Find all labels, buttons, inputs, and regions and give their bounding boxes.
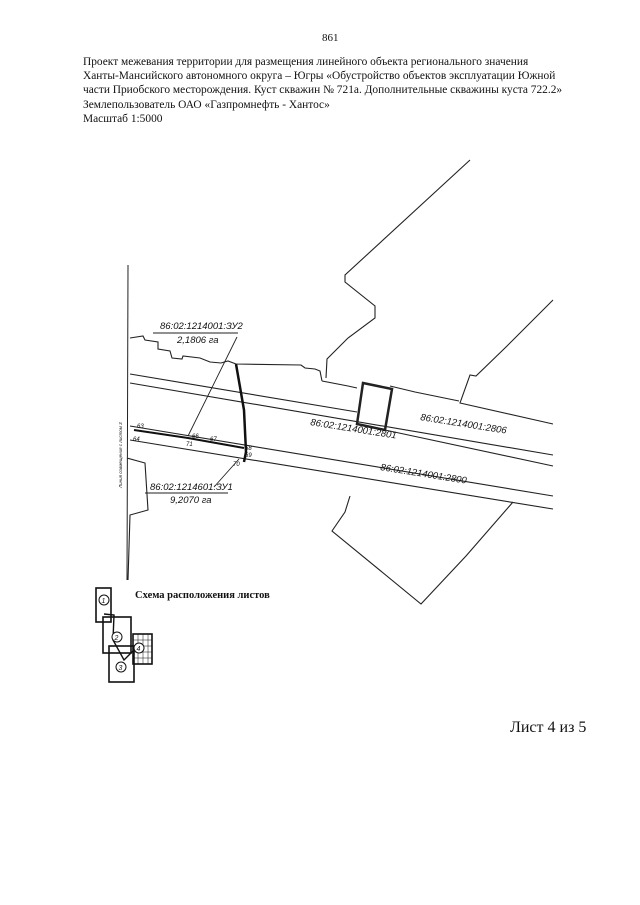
corridor-line-5 xyxy=(384,429,554,467)
point-69: 69 xyxy=(245,453,252,459)
corridor-line-4 xyxy=(129,439,554,510)
leader-line-zu2 xyxy=(187,336,238,437)
parcel-zu1-number: 86:02:1214601:ЗУ1 xyxy=(150,482,233,493)
upper-parcel-boundary xyxy=(129,335,323,382)
point-71: 71 xyxy=(186,442,193,448)
sheet-4-number: 4 xyxy=(137,646,141,653)
parcel-2806-boundary xyxy=(389,385,460,402)
sheet-number-label: Лист 4 из 5 xyxy=(510,719,587,736)
sheet-1-number: 1 xyxy=(102,598,106,605)
header-line-2: Ханты-Мансийского автономного округа – Ю… xyxy=(83,70,556,83)
lower-parcel-left-boundary xyxy=(126,457,149,581)
point-66: 66 xyxy=(192,434,199,440)
page-number: 861 xyxy=(322,32,339,44)
sheet-boundary-line xyxy=(126,264,129,581)
northern-road-boundary xyxy=(325,159,471,379)
parcel-zu1-bold-boundary xyxy=(234,363,248,463)
corridor-line-2 xyxy=(129,382,554,456)
point-64: 64 xyxy=(133,437,140,443)
point-68: 68 xyxy=(245,446,252,452)
point-63: 63 xyxy=(137,424,144,430)
sheet-2-number: 2 xyxy=(114,635,119,642)
scheme-title: Схема расположения листов xyxy=(135,590,270,601)
parcel-zu1-area: 9,2070 га xyxy=(170,495,212,506)
sheet-joint-label: Линия совмещения с листом 3 xyxy=(118,422,123,489)
header-line-3: части Приобского месторождения. Куст скв… xyxy=(83,84,563,97)
leader-line-zu1 xyxy=(213,458,240,488)
sheet-3-number: 3 xyxy=(119,665,123,672)
header-scale: Масштаб 1:5000 xyxy=(83,112,163,125)
point-70: 70 xyxy=(233,462,240,468)
corridor-line-3 xyxy=(129,425,554,497)
lower-parcel-boundary xyxy=(331,495,514,605)
parcel-zu2-number: 86:02:1214001:ЗУ2 xyxy=(160,321,244,332)
header-line-1: Проект межевания территории для размещен… xyxy=(83,56,529,68)
corridor-line-1 xyxy=(129,373,358,413)
parcel-zu2-area: 2,1806 га xyxy=(176,335,219,346)
parcel-zu1-bold-boundary-left xyxy=(133,429,245,449)
sheet-key-map: 1 2 3 4 xyxy=(95,587,153,683)
road-corridor-north-boundary xyxy=(321,380,358,389)
document-header: Проект межевания территории для размещен… xyxy=(83,55,603,126)
header-line-4: Землепользователь ОАО «Газпромнефть - Ха… xyxy=(83,98,330,111)
point-67: 67 xyxy=(210,437,217,443)
northern-road-east-boundary xyxy=(459,299,554,425)
parcel-2806-label: 86:02:1214001:2806 xyxy=(420,412,509,437)
